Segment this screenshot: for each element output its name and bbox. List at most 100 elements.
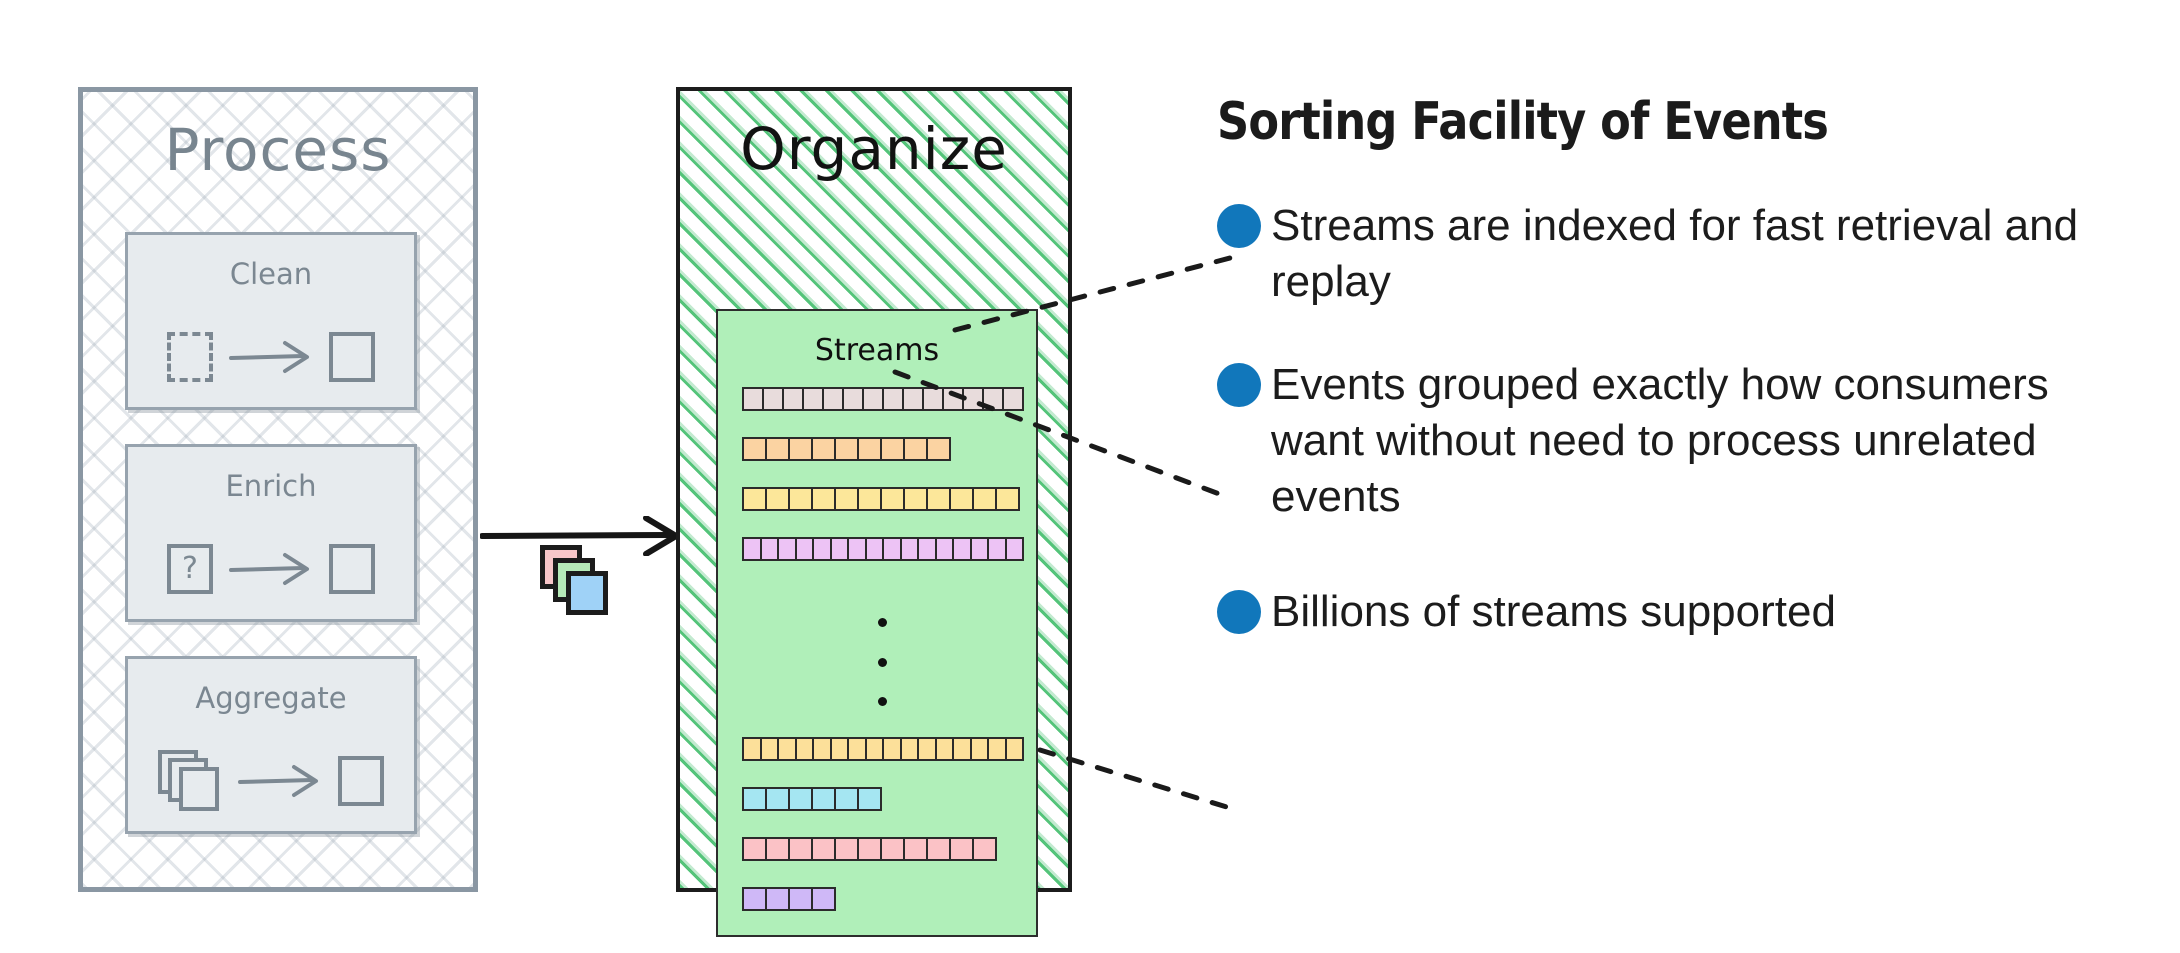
stream-cell bbox=[902, 387, 924, 411]
streams-label: Streams bbox=[814, 333, 940, 368]
stream-row[interactable] bbox=[742, 837, 1022, 861]
stream-cell bbox=[903, 437, 928, 461]
bullet-dot-icon bbox=[1217, 589, 1261, 634]
stream-cell bbox=[942, 387, 964, 411]
stream-row[interactable] bbox=[742, 737, 1024, 761]
process-panel: Process Clean Enrich ? Aggregate bbox=[78, 87, 478, 892]
stream-cell bbox=[811, 787, 836, 811]
stream-cell bbox=[742, 787, 767, 811]
stream-cell bbox=[834, 437, 859, 461]
process-step-label: Enrich bbox=[225, 469, 317, 503]
bullet-text: Billions of streams supported bbox=[1271, 586, 1836, 636]
stream-cell bbox=[949, 487, 974, 511]
process-step-label: Clean bbox=[229, 257, 313, 291]
stream-cell bbox=[765, 837, 790, 861]
bullet-item-2: Events grouped exactly how consumers wan… bbox=[1217, 357, 2117, 526]
stream-cell bbox=[880, 837, 905, 861]
stream-cell bbox=[742, 887, 767, 911]
process-step-label: Aggregate bbox=[195, 681, 347, 715]
bullet-text: Events grouped exactly how consumers wan… bbox=[1271, 359, 2049, 522]
stream-cell bbox=[742, 387, 764, 411]
stream-cell bbox=[842, 387, 864, 411]
stream-row[interactable] bbox=[742, 887, 1022, 911]
stream-cell bbox=[949, 837, 974, 861]
stream-cell bbox=[995, 487, 1020, 511]
stream-cell bbox=[765, 437, 790, 461]
stream-cell bbox=[857, 787, 882, 811]
organize-panel: Organize Streams bbox=[676, 87, 1072, 937]
arrow-right-icon bbox=[238, 765, 318, 797]
stream-cell bbox=[880, 487, 905, 511]
stream-cell bbox=[811, 837, 836, 861]
stream-cell bbox=[862, 387, 884, 411]
stream-row[interactable] bbox=[742, 537, 1024, 561]
stream-cell bbox=[903, 487, 928, 511]
stream-cell bbox=[1002, 387, 1024, 411]
stream-cell bbox=[762, 387, 784, 411]
stream-row[interactable] bbox=[742, 787, 1022, 811]
dashed-square-icon bbox=[167, 332, 213, 382]
stream-cell bbox=[857, 837, 882, 861]
process-panel-title: Process bbox=[164, 116, 392, 184]
stream-cell bbox=[972, 487, 997, 511]
arrow-right-icon bbox=[229, 341, 309, 373]
stream-cell bbox=[982, 387, 1004, 411]
stream-cell bbox=[765, 887, 790, 911]
stream-row[interactable] bbox=[742, 437, 1022, 461]
stream-cell bbox=[788, 837, 813, 861]
stream-cell bbox=[1004, 537, 1024, 561]
process-step-enrich[interactable]: Enrich ? bbox=[125, 444, 417, 622]
card-blue-icon bbox=[566, 571, 608, 615]
square-icon bbox=[329, 544, 375, 594]
stream-cell bbox=[742, 487, 767, 511]
stream-cell bbox=[742, 437, 767, 461]
stream-cell bbox=[788, 887, 813, 911]
bullet-dot-icon bbox=[1217, 362, 1261, 407]
process-step-clean[interactable]: Clean bbox=[125, 232, 417, 410]
stream-cell bbox=[811, 487, 836, 511]
stream-cell bbox=[926, 837, 951, 861]
bullet-text: Streams are indexed for fast retrieval a… bbox=[1271, 201, 2079, 307]
stream-cell bbox=[788, 787, 813, 811]
stream-cell bbox=[882, 387, 904, 411]
page-title: Sorting Facility of Events bbox=[1217, 92, 1829, 152]
stream-cell bbox=[903, 837, 928, 861]
stream-cell bbox=[788, 437, 813, 461]
stream-cell bbox=[811, 887, 836, 911]
stream-cell bbox=[811, 437, 836, 461]
bullet-dot-icon bbox=[1217, 204, 1261, 248]
stream-cell bbox=[834, 787, 859, 811]
stream-cell bbox=[926, 487, 951, 511]
stream-cell bbox=[765, 487, 790, 511]
organize-panel-title: Organize bbox=[740, 115, 1008, 183]
bullet-item-1: Streams are indexed for fast retrieval a… bbox=[1217, 198, 2117, 311]
stream-cell bbox=[782, 387, 804, 411]
stream-cell bbox=[922, 387, 944, 411]
stream-cell bbox=[1004, 737, 1024, 761]
streams-box: Streams bbox=[716, 309, 1038, 937]
text-column: Sorting Facility of Events Streams are i… bbox=[1217, 92, 2117, 686]
stream-cell bbox=[857, 487, 882, 511]
stacked-squares-icon bbox=[158, 750, 222, 812]
streams-list bbox=[742, 387, 1024, 937]
stream-cell bbox=[788, 487, 813, 511]
stream-cell bbox=[857, 437, 882, 461]
process-step-icons: ? bbox=[128, 529, 414, 609]
vertical-ellipsis-icon bbox=[742, 587, 1022, 737]
stream-row[interactable] bbox=[742, 387, 1024, 411]
stream-cell bbox=[802, 387, 824, 411]
connector-cards-icon bbox=[540, 545, 620, 615]
bullet-item-3: Billions of streams supported bbox=[1217, 584, 2117, 640]
process-step-aggregate[interactable]: Aggregate bbox=[125, 656, 417, 834]
process-step-icons bbox=[128, 741, 414, 821]
stream-cell bbox=[834, 837, 859, 861]
stream-row[interactable] bbox=[742, 487, 1022, 511]
stream-cell bbox=[962, 387, 984, 411]
stream-cell bbox=[880, 437, 905, 461]
stream-cell bbox=[972, 837, 997, 861]
question-square-icon: ? bbox=[167, 544, 213, 594]
process-step-icons bbox=[128, 317, 414, 397]
stream-cell bbox=[834, 487, 859, 511]
stream-cell bbox=[765, 787, 790, 811]
arrow-right-icon bbox=[229, 553, 309, 585]
